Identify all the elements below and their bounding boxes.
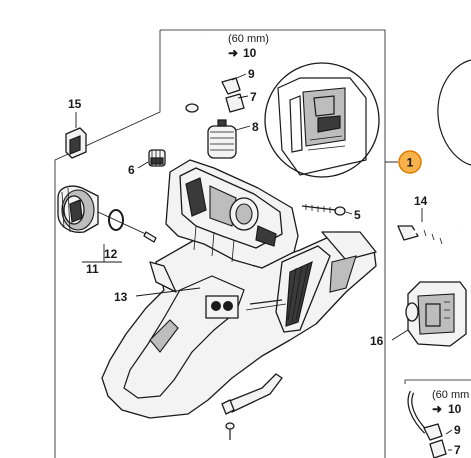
label-part-13: 13 <box>114 290 128 304</box>
assembly-frame <box>160 29 386 458</box>
label-hose-length: (60 mm) <box>228 33 269 45</box>
part-14-hose <box>397 225 460 245</box>
label-part-16: 16 <box>370 334 384 348</box>
label-hose-length-2: (60 mm <box>432 389 469 401</box>
label-part-12: 12 <box>104 247 118 261</box>
label-part-8: 8 <box>252 120 259 134</box>
label-part-15: 15 <box>68 97 82 111</box>
leader-16 <box>391 329 409 341</box>
label-ref-10-2: 10 <box>448 402 462 416</box>
label-part-9-2: 9 <box>454 423 461 437</box>
ref-arrow-icon: ➜ <box>228 46 238 60</box>
leader-9 <box>231 73 247 81</box>
label-ref-10: 10 <box>243 46 257 60</box>
assembly-frame-left <box>54 30 161 458</box>
part-15-grommet <box>65 127 87 159</box>
label-part-1: 1 <box>407 156 414 170</box>
label-part-7-2: 7 <box>454 443 461 457</box>
ref-arrow-icon-2: ➜ <box>432 402 442 416</box>
housing-screw <box>225 422 235 440</box>
leader-7 <box>237 95 249 99</box>
ref-10-top: ➜ 10 <box>228 46 257 60</box>
label-part-9: 9 <box>248 67 255 81</box>
secondary-fuel-hose <box>407 390 447 458</box>
label-part-6: 6 <box>128 163 135 177</box>
ref-10-bottom: ➜ 10 <box>432 402 462 416</box>
leader-11-12 <box>82 244 122 263</box>
part-5-screw <box>301 204 346 216</box>
part-11-tank-cap <box>57 185 99 233</box>
part-16-bracket <box>405 281 467 347</box>
fuel-hose-assembly <box>185 35 245 159</box>
detail-magnifier <box>264 62 380 178</box>
leader-5 <box>345 211 353 215</box>
part-6-cap <box>148 149 166 167</box>
secondary-frame <box>404 379 471 384</box>
adjacent-detail-circle <box>437 59 471 166</box>
label-part-14: 14 <box>414 194 428 208</box>
label-part-7: 7 <box>250 90 257 104</box>
leader-8 <box>235 125 251 131</box>
leader-13 <box>135 287 201 297</box>
part-12-seal-ring <box>97 209 157 243</box>
callout-part-1[interactable]: 1 <box>398 150 422 174</box>
label-part-11: 11 <box>86 262 99 276</box>
part-1-shroud-housing <box>101 159 377 419</box>
leader-6 <box>137 161 149 169</box>
leader-9b <box>445 429 453 435</box>
label-part-5: 5 <box>354 208 361 222</box>
chain-guard-strip <box>221 373 283 415</box>
